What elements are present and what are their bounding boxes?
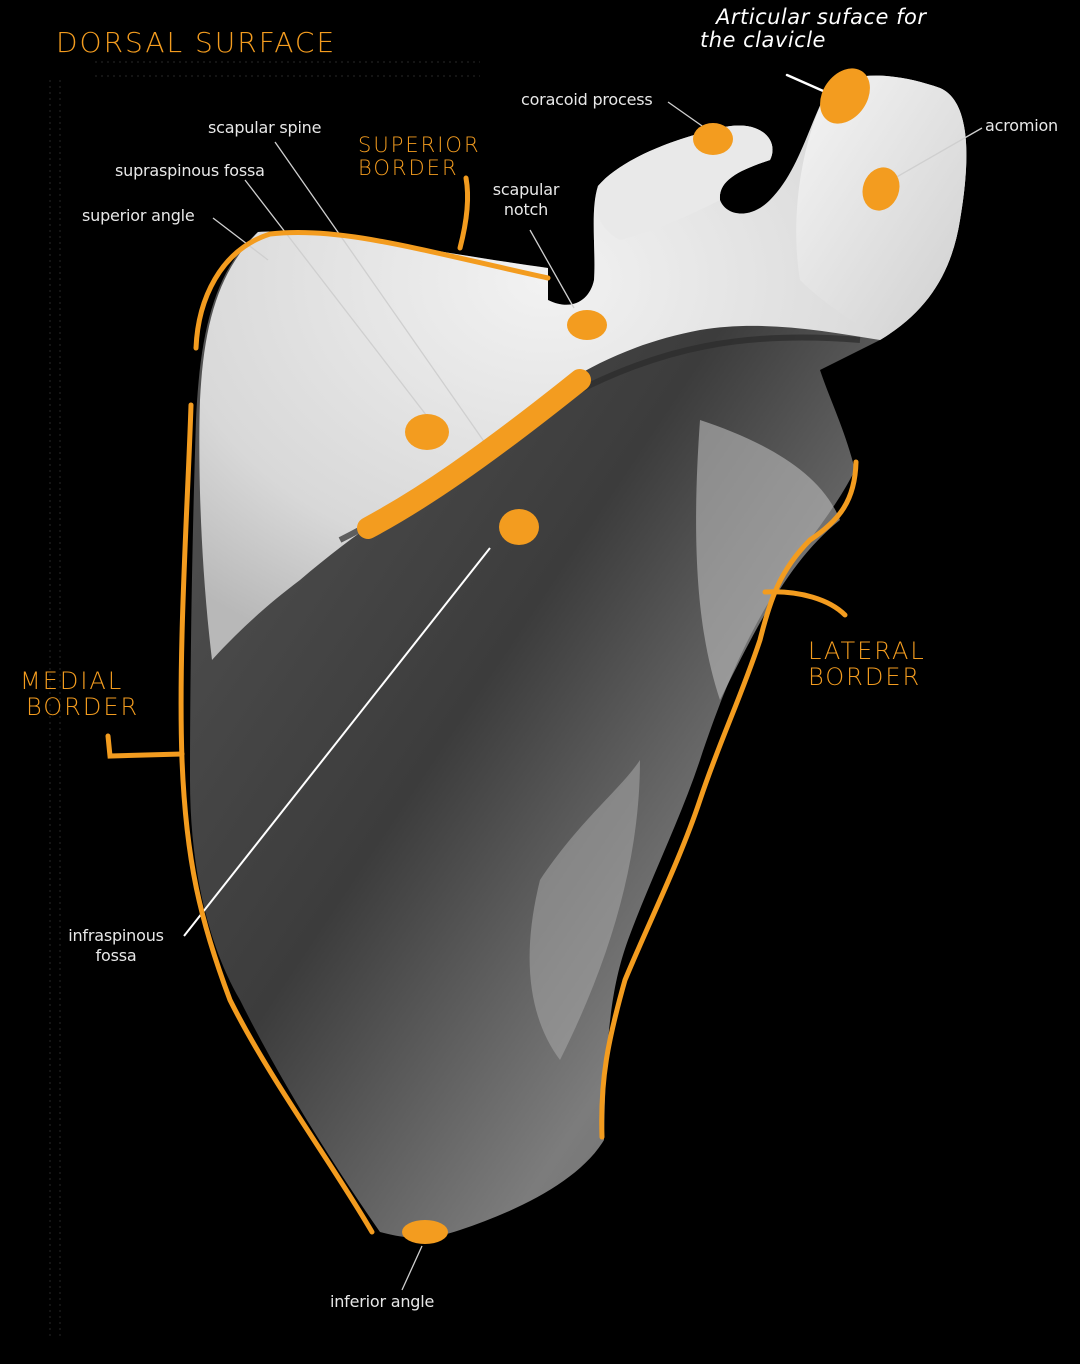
clavicle-surface-label-line1: Articular suface for [716,5,927,29]
medial-border-label: MEDIAL BORDER [20,668,139,721]
superior-border-pointer [457,175,471,251]
scapula-bone [190,75,967,1238]
leader-superior-angle [212,217,269,261]
leader-acromion [887,127,983,183]
superior-border-label: SUPERIOR BORDER [358,133,481,181]
label-scapular-notch: scapular notch [488,180,564,220]
background-texture [49,61,480,1340]
dot-acromion [862,167,900,211]
label-infraspinous-fossa-line1: infraspinous [68,926,164,945]
superior-border-label-line1: SUPERIOR [358,133,481,157]
label-inferior-angle: inferior angle [330,1292,435,1311]
label-scapular-spine: scapular spine [208,118,322,137]
label-scapular-notch-line1: scapular [492,180,560,199]
medial-border-line [178,402,375,1235]
leader-clavicle-surface [785,73,832,96]
leader-supraspinous-fossa [244,179,431,421]
label-supraspinous-fossa: supraspinous fossa [115,161,265,180]
leader-infraspinous-fossa [183,547,491,937]
page-title: DORSAL SURFACE [56,26,337,59]
dot-scapular-notch [567,310,607,340]
leader-inferior-angle [401,1245,423,1291]
leader-lines [212,101,983,1291]
lateral-border-label-line2: BORDER [808,663,922,692]
lateral-border-pointer [762,589,848,618]
label-coracoid-process: coracoid process [521,90,653,109]
label-infraspinous-fossa-line2: fossa [95,946,137,965]
clavicle-surface-label-line2: the clavicle [700,28,826,53]
medial-border-label-line1: MEDIAL [20,667,124,695]
dot-infraspinous-fossa [499,509,539,545]
leader-coracoid-process [667,101,706,129]
dot-clavicle-surface [820,68,870,124]
label-infraspinous-fossa: infraspinous fossa [58,926,174,966]
dot-inferior-angle [402,1220,448,1244]
dot-supraspinous-fossa [405,414,449,450]
border-annotations [105,175,859,1235]
dot-coracoid-process [693,123,733,155]
superior-border-line [193,229,551,351]
medial-border-pointer [105,733,185,759]
landmark-dots [402,68,900,1244]
label-superior-angle: superior angle [82,206,195,225]
clavicle-surface-label: Articular suface for the clavicle [700,5,927,53]
superior-border-label-line2: BORDER [358,156,459,181]
leader-scapular-spine [274,141,491,451]
lateral-border-label: LATERAL BORDER [808,638,926,691]
leader-scapular-notch [529,229,575,309]
lateral-border-label-line1: LATERAL [808,637,926,665]
label-acromion: acromion [985,116,1058,135]
label-scapular-notch-line2: notch [503,200,549,219]
medial-border-label-line2: BORDER [26,693,140,722]
lateral-border-line [599,459,859,1140]
spine-stroke [357,369,591,539]
